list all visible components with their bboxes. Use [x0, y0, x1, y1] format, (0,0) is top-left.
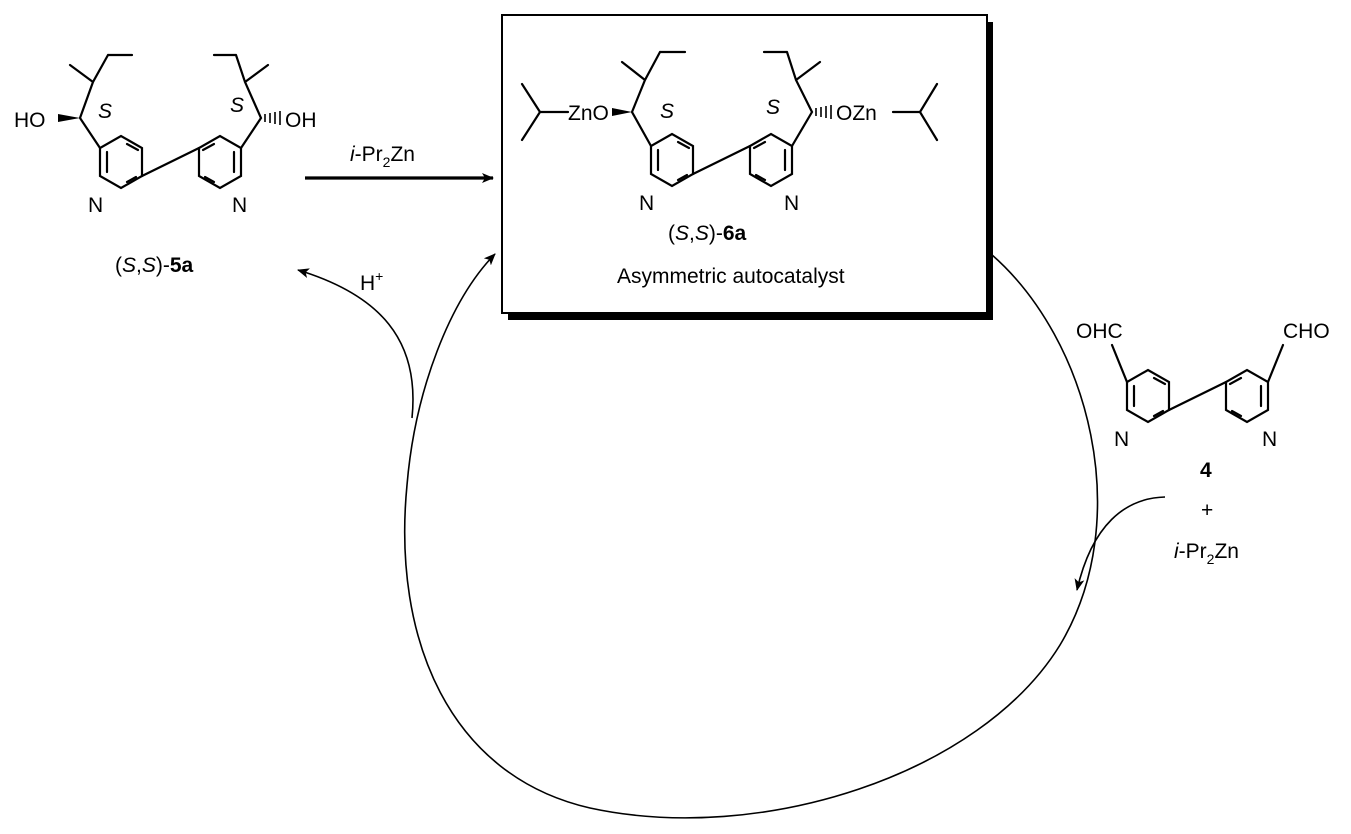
- catalyst-caption: Asymmetric autocatalyst: [617, 265, 845, 288]
- aldehyde-label-left: OHC: [1076, 320, 1123, 343]
- stereo-descriptor-left: S: [98, 100, 112, 123]
- compound-label-6a: (S,S)-6a: [668, 222, 747, 245]
- pyridine-n-left: N: [88, 194, 103, 217]
- stereo-descriptor-right: S: [766, 96, 780, 119]
- reagent-label-right: i-Pr2Zn: [1174, 540, 1239, 567]
- stereo-descriptor-left: S: [660, 100, 674, 123]
- plus-sign: +: [1201, 499, 1213, 522]
- hydroxyl-label-right: OH: [285, 109, 317, 132]
- aldehyde-label-right: CHO: [1283, 320, 1330, 343]
- pyridine-n-right: N: [232, 194, 247, 217]
- compound-5a: HO OH N N S S (S,S)-5a: [14, 53, 317, 277]
- catalytic-cycle: [297, 253, 1166, 819]
- stereo-descriptor-right: S: [230, 94, 244, 117]
- zinc-alkoxide-label-right: OZn: [836, 102, 877, 125]
- compound-6a: ZnO OZn N N S S (S,S)-6a Asymmetric auto…: [520, 50, 939, 288]
- acid-label: H+: [360, 268, 383, 295]
- compound-number-4: 4: [1200, 459, 1212, 482]
- pyridine-n-right: N: [784, 192, 799, 215]
- compound-label-5a: (S,S)-5a: [115, 254, 194, 277]
- pyridine-n-left: N: [639, 192, 654, 215]
- pyridine-n-left: N: [1114, 428, 1129, 451]
- compound-4: OHC CHO N N 4: [1076, 320, 1330, 482]
- pyridine-n-right: N: [1262, 428, 1277, 451]
- zinc-alkoxide-label-left: ZnO: [568, 102, 609, 125]
- reagent-label-top: i-Pr2Zn: [350, 143, 415, 170]
- hydroxyl-label-left: HO: [14, 109, 46, 132]
- reaction-arrow-alkylation: i-Pr2Zn: [305, 143, 494, 183]
